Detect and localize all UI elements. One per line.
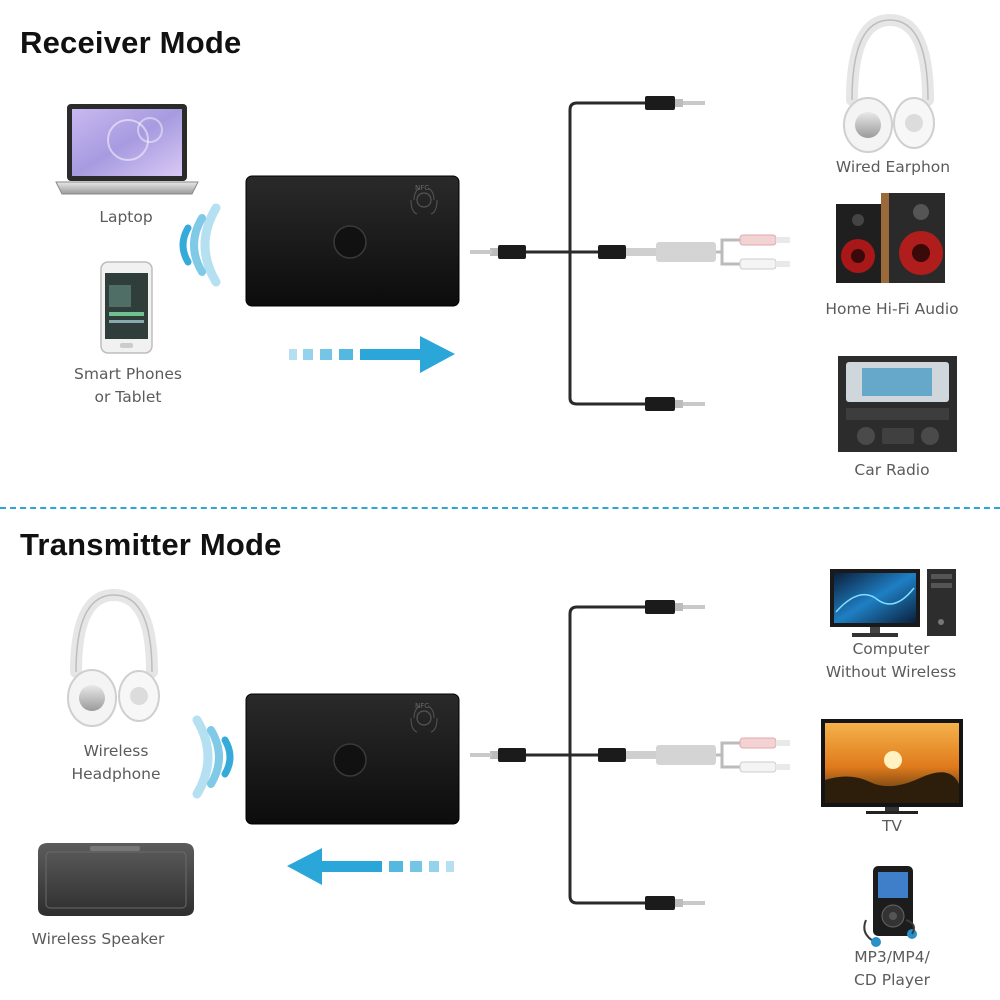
computer-label-line2: Without Wireless bbox=[825, 663, 957, 681]
speaker-icon bbox=[836, 193, 945, 283]
bluetooth-device-icon bbox=[245, 693, 460, 825]
wireless-signal-icon bbox=[179, 203, 221, 287]
section-divider bbox=[0, 507, 1000, 509]
wireless-headphone-label-line2: Headphone bbox=[71, 765, 161, 783]
speaker-icon bbox=[38, 843, 194, 916]
smartphone-label: Smart Phones or Tablet bbox=[52, 363, 204, 409]
receiver-mode-title: Receiver Mode bbox=[20, 25, 242, 60]
smartphone-icon bbox=[100, 261, 153, 354]
rca-plug-icon bbox=[656, 737, 790, 773]
mp3-player-label-line1: MP3/MP4/ bbox=[854, 948, 930, 966]
arrow-left-icon bbox=[287, 848, 454, 885]
audio-cable bbox=[525, 605, 650, 905]
audio-jack-icon bbox=[470, 96, 705, 411]
mp3-player-label-line2: CD Player bbox=[854, 971, 930, 989]
smartphone-label-line2: or Tablet bbox=[94, 388, 162, 406]
tv-icon bbox=[821, 719, 963, 814]
wired-earphone-label: Wired Earphon bbox=[835, 158, 951, 176]
headphone-icon bbox=[67, 588, 160, 727]
mp3-player-icon bbox=[863, 866, 917, 947]
smartphone-label-line1: Smart Phones bbox=[74, 365, 182, 383]
wireless-headphone-label-line1: Wireless bbox=[83, 742, 149, 760]
transmitter-mode-title: Transmitter Mode bbox=[20, 527, 282, 562]
home-hifi-label: Home Hi-Fi Audio bbox=[825, 300, 959, 318]
car-radio-label: Car Radio bbox=[854, 461, 930, 479]
bluetooth-device-icon bbox=[245, 175, 460, 307]
computer-label-line1: Computer bbox=[852, 640, 930, 658]
laptop-icon bbox=[55, 104, 199, 195]
monitor-icon bbox=[830, 569, 920, 637]
pc-tower-icon bbox=[927, 569, 956, 636]
audio-cable bbox=[525, 101, 650, 406]
computer-label: Computer Without Wireless bbox=[806, 638, 976, 684]
car-radio-icon bbox=[838, 356, 957, 452]
arrow-right-icon bbox=[289, 336, 455, 373]
wireless-speaker-label: Wireless Speaker bbox=[31, 930, 165, 948]
wireless-signal-icon bbox=[192, 715, 234, 799]
headphone-icon bbox=[843, 13, 935, 153]
mp3-player-label: MP3/MP4/ CD Player bbox=[826, 946, 958, 992]
tv-label: TV bbox=[881, 817, 903, 835]
nfc-label: NFC bbox=[415, 184, 429, 192]
rca-plug-icon bbox=[656, 234, 790, 270]
laptop-label: Laptop bbox=[99, 208, 153, 226]
wireless-headphone-label: Wireless Headphone bbox=[50, 740, 182, 786]
nfc-label: NFC bbox=[415, 702, 429, 710]
audio-jack-icon bbox=[470, 600, 705, 910]
